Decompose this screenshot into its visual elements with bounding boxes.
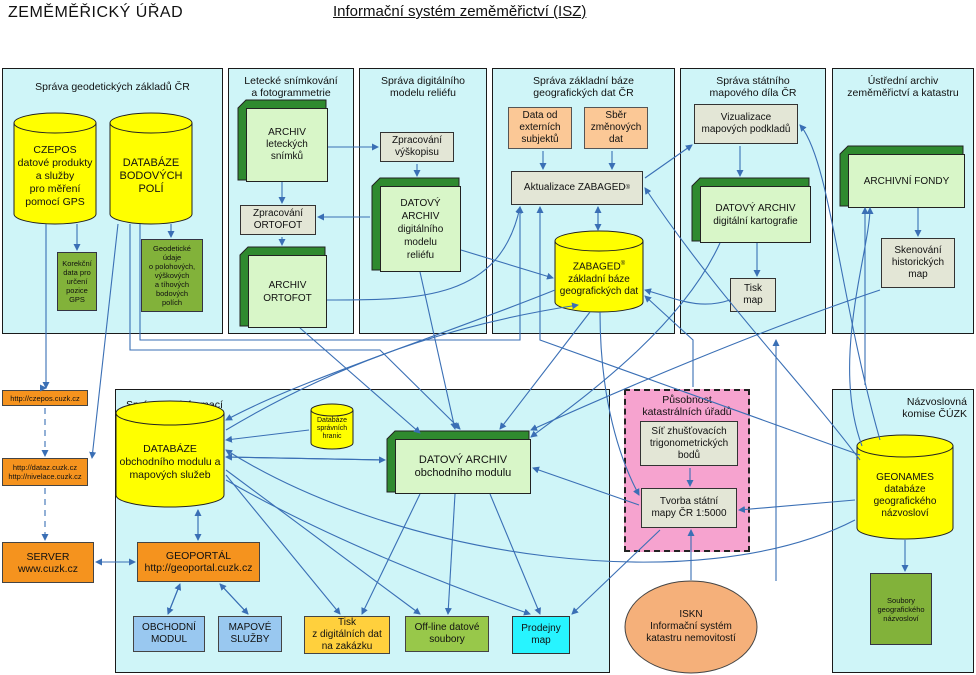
zabaged-db-sup: ® [620,261,626,268]
panel-state-maps-title: Správa státního mapového díla ČR [709,75,797,99]
zabaged-db-label: ZABAGED® základní báze geografických dat [557,254,641,302]
cartography-archive: DATOVÝ ARCHIV digitální kartografie [700,186,811,243]
archive-funds: ARCHIVNÍ FONDY [848,154,965,208]
geodetic-data-box: Geodetické údaje o polohových, výškových… [141,239,203,312]
map-print-box: Tisk map [730,278,776,312]
czepos-label: CZEPOS datové produkty a služby pro měře… [17,143,93,208]
ortofot-processing: Zpracování ORTOFOT [240,205,316,235]
admin-boundaries-label: Databáze správních hranic [316,417,348,440]
digital-print-box: Tisk z digitálních dat na zakázku [304,616,390,654]
geo-files-box: Soubory geografického názvosloví [870,573,932,645]
db-points-cylinder [109,112,193,225]
geoportal-box[interactable]: GEOPORTÁL http://geoportal.cuzk.cz [137,542,260,582]
zabaged-db-rest: základní báze geografických dat [559,273,639,297]
panel-aerial-title: Letecké snímkování a fotogrammetrie [244,75,338,99]
iskn-label: ISKN Informační systém katastru nemovito… [646,609,736,644]
state-map-5000-box: Tvorba státní mapy ČR 1:5000 [641,488,737,528]
business-archive: DATOVÝ ARCHIV obchodního modulu [395,439,531,494]
url-czepos[interactable]: http://czepos.cuzk.cz [2,390,88,406]
trig-network-box: Síť zhušťovacích trigonometrických bodů [640,421,738,466]
business-module-box: OBCHODNÍ MODUL [133,616,205,652]
zabaged-update-sup: ® [625,185,631,191]
altimetry-processing: Zpracování výškopisu [380,132,454,162]
archive-ortofot: ARCHIV ORTOFOT [248,255,327,328]
url-dataz[interactable]: http://dataz.cuzk.cz http://nivelace.cuz… [2,458,88,486]
zabaged-update-box: Aktualizace ZABAGED® [511,171,643,205]
map-services-box: MAPOVÉ SLUŽBY [218,616,282,652]
panel-geodetic-title: Správa geodetických základů ČR [35,81,190,93]
czepos-cylinder [13,112,97,225]
panel-archive-title: Ústřední archiv zeměměřictví a katastru [847,75,959,99]
corrections-box: Korekční data pro určení pozice GPS [57,252,97,311]
business-db-label: DATABÁZE obchodního modulu a mapových sl… [119,442,221,481]
system-title: Informační systém zeměměřictví (ISZ) [333,3,587,20]
shops-box: Prodejny map [512,616,570,654]
server-box[interactable]: SERVER www.cuzk.cz [2,542,94,583]
dmr-archive: DATOVÝ ARCHIV digitálního modelu reliéfu [380,186,461,272]
panel-names-title: Názvoslovná komise ČÚZK [902,396,967,420]
offline-files-box: Off-line datové soubory [405,616,489,652]
zabaged-update-label: Aktualizace ZABAGED [523,182,626,193]
zabaged-db-title: ZABAGED [572,261,621,273]
map-visualization-box: Vizualizace mapových podkladů [694,104,798,144]
geonames-label: GEONAMES databáze geografického názvoslo… [873,472,937,519]
historic-scan-box: Skenování historických map [881,238,955,288]
archive-images: ARCHIV leteckých snímků [246,108,328,182]
organization-title: ZEMĚMĚŘICKÝ ÚŘAD [8,4,184,21]
db-points-label: DATABÁZE BODOVÝCH POLÍ [119,156,183,195]
panel-zabaged-title: Správa základní báze geografických dat Č… [533,75,634,99]
change-collection-box: Sběr změnových dat [584,107,648,149]
panel-dmr-title: Správa digitálního modelu reliéfu [380,75,466,99]
external-data-box: Data od externích subjektů [508,107,572,149]
